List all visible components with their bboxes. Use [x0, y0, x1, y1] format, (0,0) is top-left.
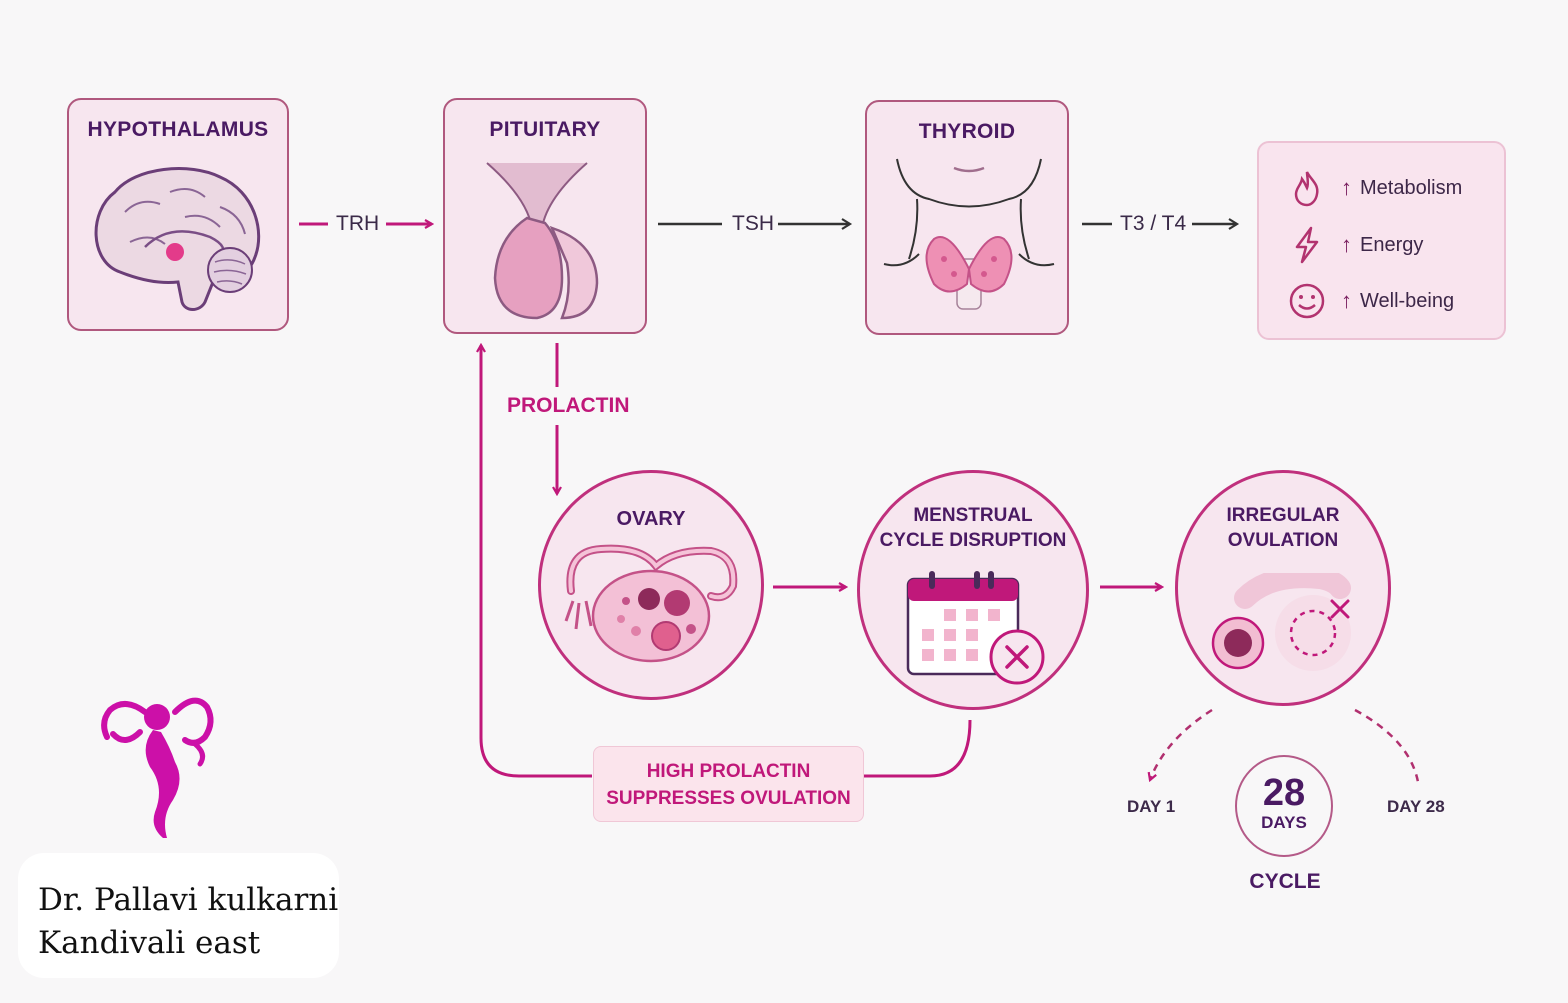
effects-panel: ↑ Metabolism ↑ Energy ↑ Well-being [1257, 141, 1506, 340]
ovary-icon [564, 544, 738, 663]
close-x-icon [989, 629, 1045, 685]
high-prolactin-note: HIGH PROLACTIN SUPPRESSES OVULATION [593, 746, 864, 822]
menstrual-title-line1: MENSTRUAL [913, 505, 1033, 526]
day-1-label: DAY 1 [1127, 797, 1176, 816]
brand-box: Dr. Pallavi kulkarni Kandivali east [18, 853, 339, 978]
pituitary-gland-icon [486, 162, 599, 320]
note-line1: HIGH PROLACTIN [646, 761, 811, 782]
cycle-label: CYCLE [1249, 870, 1321, 893]
hypothalamus-card: HYPOTHALAMUS [67, 98, 289, 331]
thyroid-card: THYROID [865, 100, 1069, 335]
clinic-location: Kandivali east [38, 925, 261, 961]
cycle-arc-right [1354, 708, 1420, 783]
smiley-icon [1289, 283, 1325, 319]
days-number: 28 [1262, 772, 1306, 814]
effect-label: Metabolism [1360, 176, 1463, 199]
effect-label: Well-being [1360, 289, 1455, 312]
thyroid-neck-icon [883, 158, 1055, 310]
effect-up-arrow: ↑ [1341, 232, 1352, 257]
effect-up-arrow: ↑ [1341, 288, 1352, 313]
hypothalamus-title: HYPOTHALAMUS [87, 118, 269, 141]
effect-row-wellbeing: ↑ Well-being [1287, 281, 1454, 321]
flame-icon [1294, 171, 1319, 207]
ovulation-icon [1211, 573, 1351, 671]
effect-label: Energy [1360, 233, 1424, 256]
doctor-name: Dr. Pallavi kulkarni [38, 882, 339, 918]
effect-up-arrow: ↑ [1341, 175, 1352, 200]
t3t4-label: T3 / T4 [1120, 212, 1187, 235]
day-28-label: DAY 28 [1387, 797, 1445, 816]
note-line2: SUPPRESSES OVULATION [606, 788, 851, 809]
prolactin-label: PROLACTIN [507, 394, 630, 417]
thyroid-title: THYROID [918, 120, 1016, 143]
menstrual-title-line2: CYCLE DISRUPTION [879, 530, 1067, 551]
days-label: DAYS [1261, 813, 1307, 832]
effect-row-energy: ↑ Energy [1287, 225, 1423, 265]
pituitary-card: PITUITARY [443, 98, 647, 334]
menstrual-disruption-circle: MENSTRUAL CYCLE DISRUPTION [857, 470, 1089, 710]
pituitary-title: PITUITARY [489, 118, 601, 141]
brain-icon [94, 167, 261, 311]
uterus-woman-logo-icon [101, 697, 214, 838]
days-circle: 28 DAYS [1235, 755, 1333, 857]
feedback-loop-left [481, 345, 592, 778]
ovary-circle: OVARY [538, 470, 764, 700]
cycle-arc-left [1150, 708, 1213, 780]
irregular-title-line1: IRREGULAR [1226, 505, 1340, 526]
feedback-loop-right [864, 719, 972, 778]
trh-label: TRH [336, 212, 380, 235]
irregular-title-line2: OVULATION [1227, 530, 1339, 551]
ovary-title: OVARY [616, 508, 686, 530]
effect-row-metabolism: ↑ Metabolism [1287, 168, 1462, 208]
irregular-ovulation-circle: IRREGULAR OVULATION [1175, 470, 1391, 706]
lightning-icon [1295, 226, 1319, 264]
tsh-label: TSH [732, 212, 774, 235]
